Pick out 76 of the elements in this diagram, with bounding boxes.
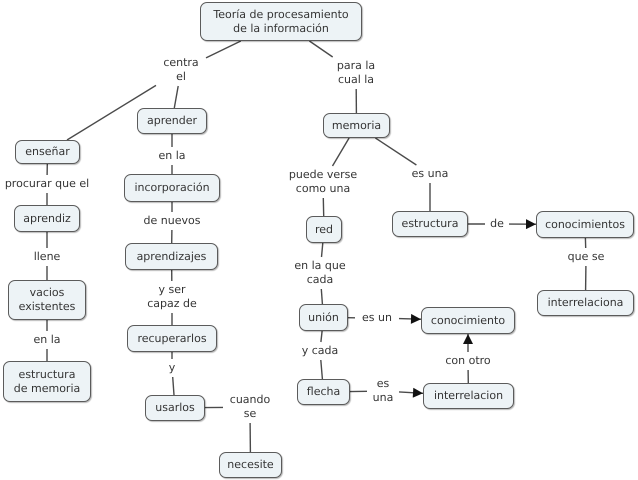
concept-box: recuperarlos: [127, 325, 217, 352]
linking-phrase: para la cual la: [330, 59, 382, 87]
connector-line: [171, 230, 173, 243]
concept-box: usarlos: [145, 395, 205, 421]
connector-line: [46, 349, 48, 361]
linking-phrase: y: [165, 361, 179, 375]
connector-line: [46, 266, 48, 280]
linking-phrase: y ser capaz de: [142, 283, 202, 311]
connector-line: [468, 223, 485, 225]
connector-line: [205, 406, 223, 408]
arrow: [463, 334, 473, 352]
connector-line: [206, 40, 242, 59]
connector-line: [309, 40, 334, 58]
connector-line: [171, 134, 173, 147]
connector-line: [46, 320, 48, 331]
concept-box: unión: [299, 304, 348, 331]
connector-line: [46, 232, 48, 248]
connector-line: [249, 423, 252, 452]
connector-line: [584, 266, 587, 290]
linking-phrase: de: [487, 217, 507, 231]
linking-phrase: en la: [27, 333, 67, 347]
concept-box: aprender: [137, 108, 207, 134]
concept-box: conocimientos: [536, 211, 634, 238]
connector-line: [320, 288, 324, 304]
linking-phrase: llene: [27, 250, 67, 264]
concept-box: flecha: [297, 379, 350, 405]
linking-phrase: en la que cada: [288, 259, 352, 287]
concept-box: enseñar: [15, 140, 80, 164]
connector-line: [348, 317, 355, 318]
linking-phrase: es una: [405, 167, 455, 181]
connector-line: [46, 164, 48, 176]
connector-line: [174, 86, 179, 108]
linking-phrase: es una: [369, 377, 397, 405]
connector-line: [171, 202, 173, 212]
connector-line: [46, 193, 48, 205]
concept-box: estructura: [392, 211, 468, 237]
linking-phrase: es un: [357, 311, 397, 325]
connector-line: [320, 330, 323, 342]
arrow: [398, 314, 422, 324]
connector-line: [350, 390, 368, 392]
concept-box: aprendiz: [14, 205, 80, 232]
concept-box: necesite: [219, 452, 282, 478]
concept-box: red: [306, 216, 342, 243]
arrow: [398, 388, 424, 398]
connector-line: [322, 198, 324, 216]
connector-line: [467, 370, 469, 383]
concept-box: incorporación: [124, 174, 220, 202]
concept-box: memoria: [323, 113, 390, 138]
concept-box: aprendizajes: [125, 243, 218, 270]
connector-line: [320, 242, 324, 258]
concept-box: interrelacion: [423, 383, 514, 409]
connector-line: [320, 360, 324, 380]
linking-phrase: con otro: [438, 354, 498, 368]
main-concept-box: Teoría de procesamiento de la información: [200, 2, 362, 41]
connector-line: [584, 238, 586, 248]
linking-phrase: centra el: [158, 56, 204, 84]
linking-phrase: cuando se: [225, 393, 275, 421]
linking-phrase: y cada: [295, 344, 345, 358]
arrow: [509, 219, 536, 230]
concept-box: vacios existentes: [8, 280, 86, 320]
connector-line: [375, 137, 417, 166]
concept-box: estructura de memoria: [3, 361, 91, 402]
linking-phrase: puede verse como una: [283, 168, 363, 196]
linking-phrase: que se: [561, 250, 611, 264]
concept-box: interrelaciona: [537, 290, 634, 316]
connector-line: [171, 313, 173, 325]
linking-phrase: de nuevos: [137, 214, 207, 228]
linking-phrase: procurar que el: [0, 177, 97, 191]
connector-line: [356, 89, 358, 113]
linking-phrase: en la: [152, 149, 192, 163]
connector-line: [429, 183, 431, 211]
connector-line: [172, 376, 175, 396]
connector-line: [332, 138, 350, 166]
concept-box: conocimiento: [421, 307, 515, 334]
connector-line: [66, 84, 156, 141]
connector-line: [171, 270, 172, 281]
